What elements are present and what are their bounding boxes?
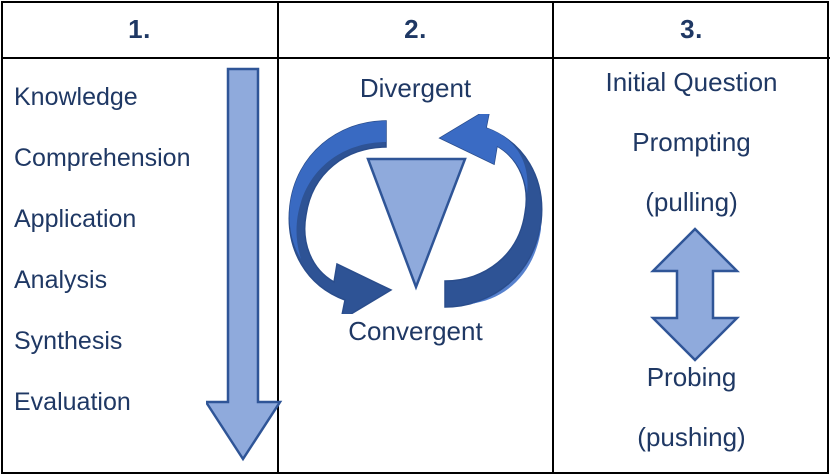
column-2-header: 2. (404, 14, 427, 44)
list-item: Synthesis (14, 327, 123, 355)
column-3-body: Initial Question Prompting (pulling) Pro… (554, 59, 829, 474)
list-item: Comprehension (14, 144, 191, 172)
list-item: Application (14, 205, 137, 233)
convergent-label: Convergent (348, 316, 483, 346)
pushing-label: (pushing) (637, 422, 746, 452)
column-2-body: Divergent Convergent (279, 59, 552, 474)
probing-label: Probing (646, 362, 737, 392)
list-item: Knowledge (14, 83, 138, 111)
prompting-label: Prompting (632, 127, 751, 157)
column-divider-1 (277, 1, 279, 474)
divergent-convergent-cycle-icon (279, 106, 552, 322)
pulling-label: (pulling) (645, 187, 738, 217)
down-arrow-icon (203, 67, 296, 476)
initial-question-label: Initial Question (605, 67, 778, 97)
divergent-label: Divergent (359, 73, 472, 103)
blooms-taxonomy-list: Knowledge Comprehension Application Anal… (14, 67, 244, 433)
list-item: Analysis (14, 266, 108, 294)
header-row-divider (1, 57, 830, 59)
list-item: Evaluation (14, 388, 131, 416)
column-1-header: 1. (128, 14, 151, 44)
up-down-arrow-icon (649, 227, 741, 362)
column-1-body: Knowledge Comprehension Application Anal… (2, 59, 283, 474)
column-3-header: 3. (680, 14, 703, 44)
column-divider-2 (552, 1, 554, 474)
